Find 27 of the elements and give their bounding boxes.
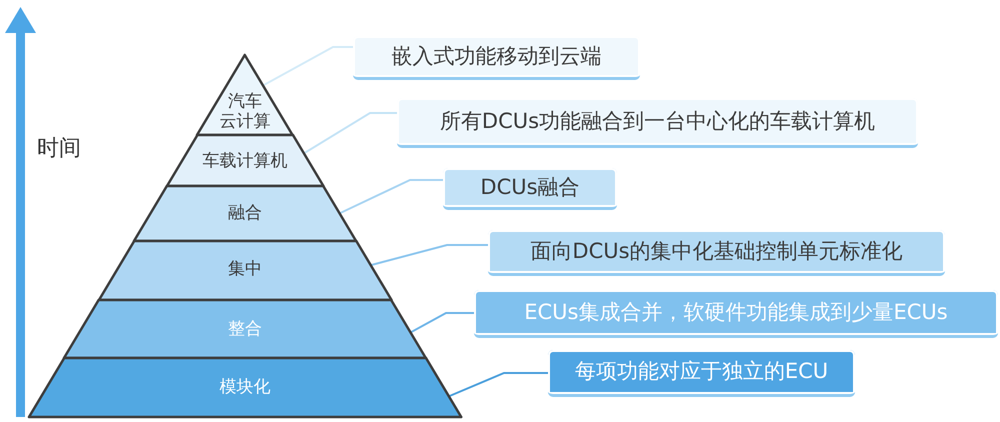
- leader-line: [371, 244, 488, 266]
- tier-label: 融合: [228, 204, 262, 224]
- pyramid-tier: [96, 238, 394, 303]
- callout-text: DCUs融合: [480, 174, 580, 200]
- callout-text: 面向DCUs的集中化基础控制单元标准化: [530, 238, 903, 264]
- callout-box: [488, 230, 945, 276]
- leader-line: [340, 179, 443, 214]
- leader-line: [449, 372, 548, 397]
- callout-box: [474, 290, 998, 338]
- axis-label: 时间: [37, 135, 81, 163]
- tier-label: 整合: [228, 320, 262, 340]
- callout-text: 每项功能对应于独立的ECU: [574, 359, 828, 385]
- callout-box: [443, 168, 617, 210]
- callout-box: [353, 36, 640, 80]
- callout-text: 嵌入式功能移动到云端: [392, 44, 602, 70]
- tier-label: 车载计算机: [202, 152, 288, 172]
- tier-label: 模块化: [219, 378, 270, 398]
- tier-label: 汽车云计算: [219, 92, 270, 132]
- pyramid-tier: [26, 355, 464, 420]
- leader-line: [410, 312, 474, 333]
- tier-label: 集中: [228, 260, 262, 280]
- callout-box: [397, 98, 918, 148]
- callout-text: ECUs集成合并，软硬件功能集成到少量ECUs: [524, 300, 948, 326]
- leader-line: [263, 46, 353, 86]
- callout-text: 所有DCUs功能融合到一台中心化的车载计算机: [440, 108, 876, 134]
- callout-box: [548, 350, 855, 397]
- leader-line: [304, 112, 397, 154]
